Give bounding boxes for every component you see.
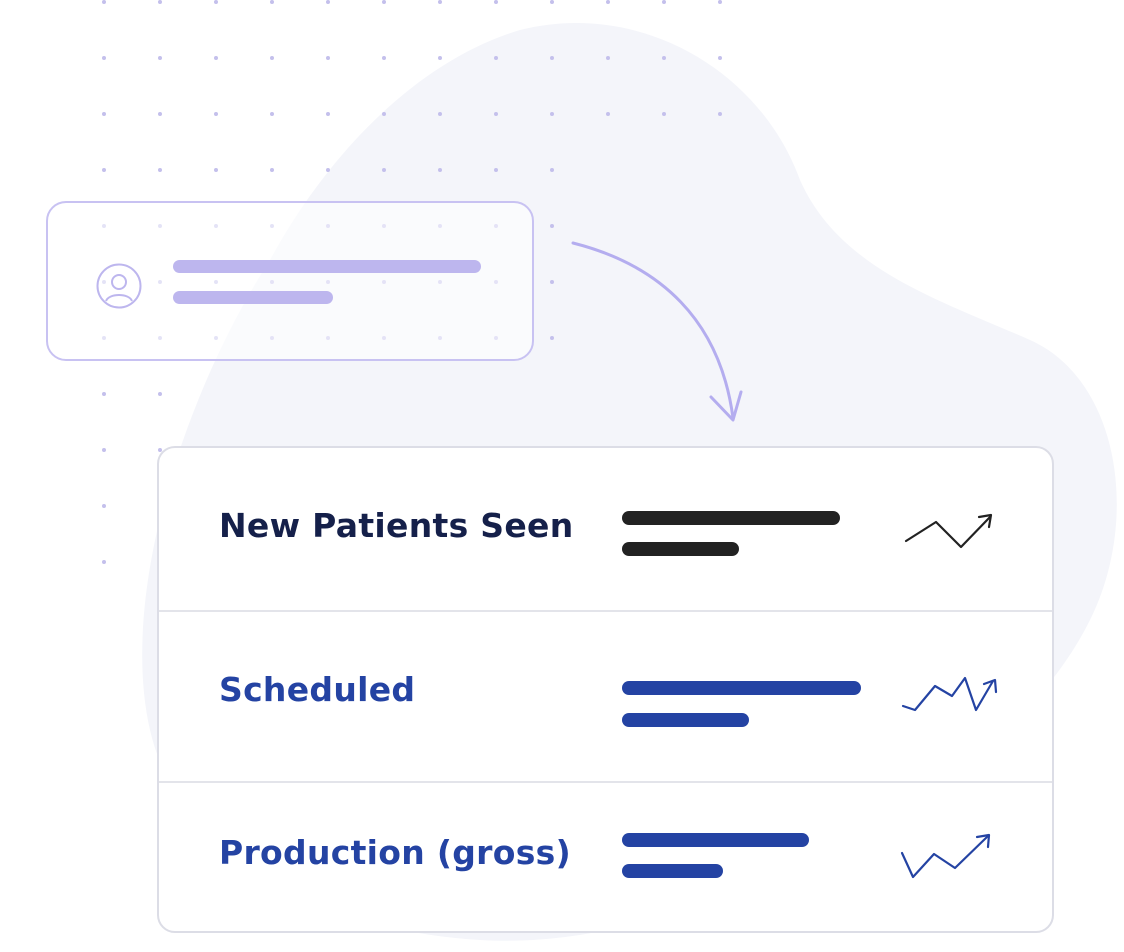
- decorative-dot: [102, 392, 106, 396]
- metric-value-placeholder: [622, 833, 809, 847]
- decorative-dot: [718, 112, 722, 116]
- decorative-dot: [382, 112, 386, 116]
- decorative-dot: [438, 0, 442, 4]
- decorative-dot: [662, 0, 666, 4]
- decorative-dot: [382, 0, 386, 4]
- decorative-dot: [326, 112, 330, 116]
- decorative-dot: [550, 336, 554, 340]
- decorative-dot: [550, 224, 554, 228]
- metric-row-new-patients: New Patients Seen: [159, 448, 1052, 611]
- decorative-dot: [494, 112, 498, 116]
- decorative-dot: [438, 56, 442, 60]
- metrics-card: New Patients Seen Scheduled Production (…: [157, 446, 1054, 933]
- decorative-dot: [158, 56, 162, 60]
- decorative-dot: [158, 0, 162, 4]
- patient-detail-placeholder: [173, 291, 333, 304]
- metric-label: Scheduled: [219, 670, 416, 709]
- patient-name-placeholder: [173, 260, 481, 273]
- decorative-dot: [102, 504, 106, 508]
- decorative-dot: [382, 168, 386, 172]
- decorative-dot: [326, 0, 330, 4]
- decorative-dot: [606, 56, 610, 60]
- decorative-dot: [102, 56, 106, 60]
- metric-subvalue-placeholder: [622, 542, 739, 556]
- decorative-dot: [102, 0, 106, 4]
- decorative-dot: [214, 168, 218, 172]
- decorative-dot: [438, 168, 442, 172]
- decorative-dot: [494, 56, 498, 60]
- row-divider: [159, 610, 1052, 612]
- decorative-dot: [606, 112, 610, 116]
- decorative-dot: [270, 56, 274, 60]
- decorative-dot: [214, 112, 218, 116]
- metric-subvalue-placeholder: [622, 713, 749, 727]
- decorative-dot: [550, 0, 554, 4]
- decorative-dot: [326, 56, 330, 60]
- decorative-dot: [606, 0, 610, 4]
- decorative-dot: [662, 56, 666, 60]
- metric-value-placeholder: [622, 681, 861, 695]
- decorative-dot: [550, 56, 554, 60]
- decorative-dot: [494, 168, 498, 172]
- decorative-dot: [102, 448, 106, 452]
- decorative-dot: [550, 168, 554, 172]
- decorative-dot: [494, 0, 498, 4]
- decorative-dot: [438, 112, 442, 116]
- decorative-dot: [662, 112, 666, 116]
- decorative-dot: [158, 112, 162, 116]
- decorative-dot: [102, 560, 106, 564]
- metric-subvalue-placeholder: [622, 864, 723, 878]
- metric-row-production: Production (gross): [159, 783, 1052, 931]
- decorative-dot: [550, 280, 554, 284]
- decorative-dot: [718, 56, 722, 60]
- row-divider: [159, 781, 1052, 783]
- decorative-dot: [214, 0, 218, 4]
- decorative-dot: [326, 168, 330, 172]
- decorative-dot: [550, 112, 554, 116]
- user-circle-icon: [96, 263, 142, 309]
- decorative-dot: [718, 0, 722, 4]
- patient-card: [46, 201, 534, 361]
- decorative-dot: [270, 112, 274, 116]
- decorative-dot: [158, 392, 162, 396]
- metric-label: Production (gross): [219, 833, 571, 872]
- decorative-dot: [214, 56, 218, 60]
- metric-value-placeholder: [622, 511, 840, 525]
- decorative-dot: [382, 56, 386, 60]
- decorative-dot: [158, 168, 162, 172]
- decorative-dot: [102, 112, 106, 116]
- metric-row-scheduled: Scheduled: [159, 612, 1052, 782]
- decorative-dot: [270, 168, 274, 172]
- metric-label: New Patients Seen: [219, 506, 574, 545]
- decorative-dot: [270, 0, 274, 4]
- decorative-dot: [102, 168, 106, 172]
